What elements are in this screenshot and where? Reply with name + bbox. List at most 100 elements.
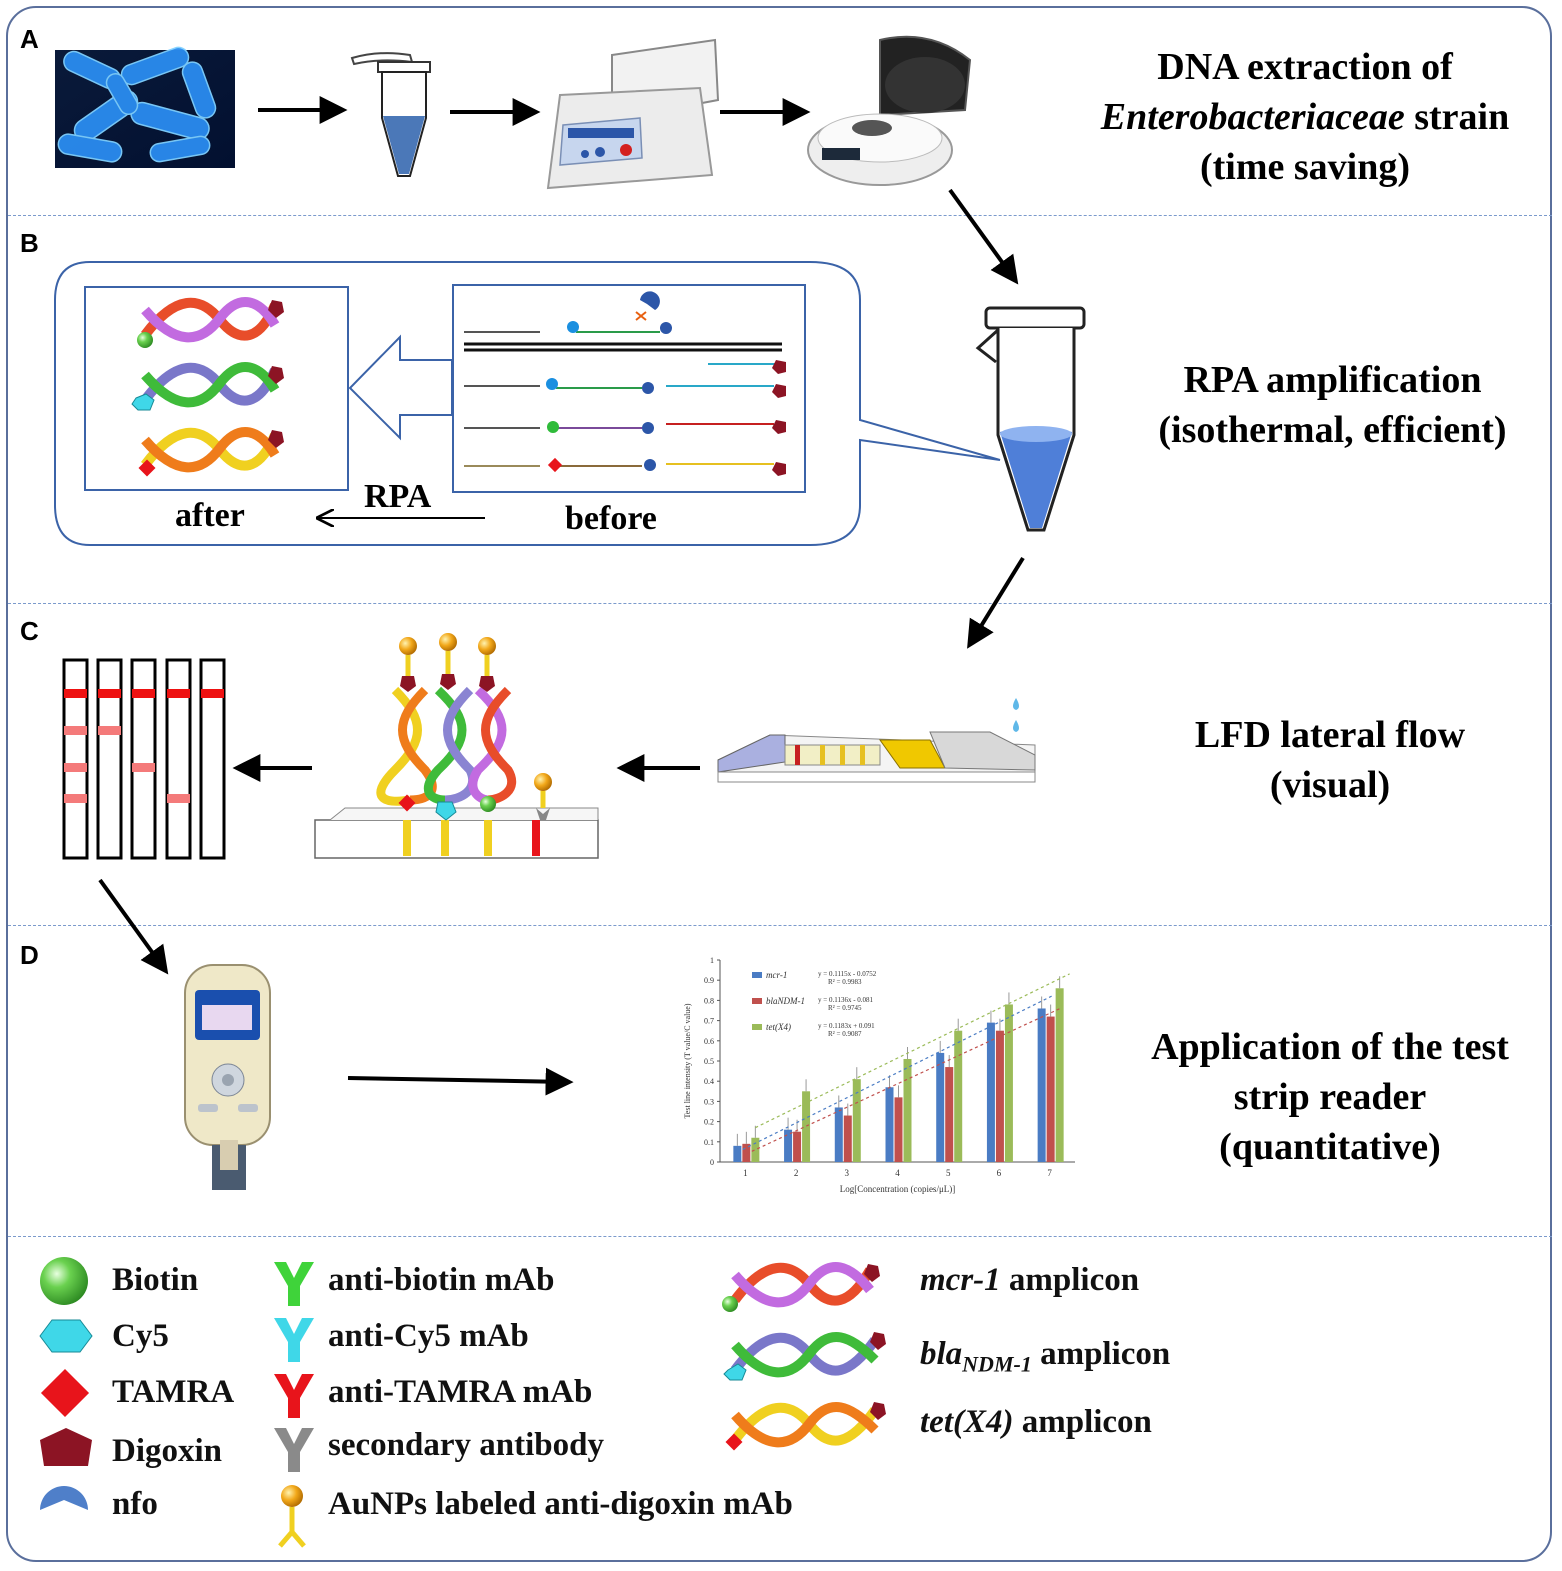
bar-mcr-1 (733, 1145, 742, 1162)
helix-ndm1 (131, 362, 284, 411)
chart-legend-swatch (752, 998, 762, 1004)
bar-tet(X4) (1055, 988, 1064, 1162)
bar-blaNDM-1 (995, 1030, 1004, 1162)
bar-tet(X4) (802, 1091, 811, 1162)
panel-d-title-line1: Application of the test (1151, 1026, 1509, 1068)
x-tick-label: 1 (743, 1168, 748, 1178)
chart-legend-swatch (752, 972, 762, 978)
bar-blaNDM-1 (793, 1131, 802, 1162)
x-tick-label: 4 (895, 1168, 900, 1178)
legend-mcr1-italic: mcr-1 (920, 1262, 1001, 1298)
legend-biotin: Biotin (112, 1262, 199, 1298)
divider-legend (8, 1236, 1552, 1237)
bar-blaNDM-1 (742, 1143, 751, 1162)
rpa-arrow-label: RPA (364, 478, 432, 515)
panel-a-title: DNA extraction of Enterobacteriaceae str… (1070, 42, 1540, 192)
lfd-strip (717, 698, 1036, 783)
legend-helix-ndm1 (723, 1332, 886, 1381)
legend-digoxin: Digoxin (112, 1433, 223, 1469)
y-tick-label: 0.3 (704, 1097, 714, 1106)
bar-tet(X4) (954, 1030, 963, 1162)
y-tick-label: 1 (710, 956, 714, 965)
panel-a-title-rest: strain (1404, 96, 1510, 138)
arrow-d (347, 1067, 574, 1096)
bar-blaNDM-1 (945, 1067, 954, 1162)
legend-tamra: TAMRA (112, 1374, 235, 1410)
bar-mcr-1 (1037, 1008, 1046, 1162)
panel-b-title-line2: (isothermal, efficient) (1158, 409, 1507, 451)
y-tick-label: 0.9 (704, 976, 714, 985)
y-tick-label: 0.8 (704, 996, 714, 1005)
x-tick-label: 5 (946, 1168, 951, 1178)
x-tick-label: 3 (845, 1168, 850, 1178)
secondary-antibody-icon (274, 1428, 314, 1472)
x-tick-label: 7 (1047, 1168, 1052, 1178)
bar-blaNDM-1 (894, 1097, 903, 1162)
bacteria-image (55, 46, 235, 168)
legend-anti-tamra: anti-TAMRA mAb (328, 1374, 593, 1410)
panel-label-b: B (20, 228, 39, 258)
arrow-a-to-b (948, 188, 1019, 285)
chart-legend-label: tet(X4) (766, 1022, 791, 1032)
centrifuge (807, 35, 972, 186)
bar-mcr-1 (936, 1052, 945, 1162)
heat-block-instrument (546, 38, 720, 190)
chart-equation: y = 0.1183x + 0.091 (818, 1022, 875, 1030)
panel-a-title-line3: (time saving) (1199, 146, 1411, 188)
legend-cy5: Cy5 (112, 1318, 169, 1354)
tube-small (350, 52, 431, 177)
legend-secondary: secondary antibody (328, 1427, 604, 1463)
legend-anti-cy5: anti-Cy5 mAb (328, 1318, 529, 1354)
cy5-icon (39, 1319, 93, 1353)
bar-mcr-1 (834, 1107, 843, 1162)
y-tick-label: 0.6 (704, 1037, 714, 1046)
lfd-complex (314, 633, 599, 859)
helix-tetx4 (138, 427, 284, 477)
bar-tet(X4) (903, 1058, 912, 1162)
legend-tetx4-rest: amplicon (1013, 1404, 1152, 1440)
nfo-icon (40, 1486, 88, 1510)
anti-biotin-mab-icon (274, 1262, 314, 1306)
panel-d-title-line3: (quantitative) (1219, 1126, 1441, 1168)
panel-a-title-line2: Enterobacteriaceae strain (1070, 92, 1540, 142)
legend-ndm1-italic: bla (920, 1336, 963, 1372)
bar-mcr-1 (885, 1087, 894, 1162)
bar-tet(X4) (751, 1137, 760, 1162)
panel-d-title-line2: strip reader (1233, 1076, 1427, 1118)
chart-equation: y = 0.1115x - 0.0752 (818, 970, 877, 978)
tube-large (975, 306, 1086, 532)
anti-cy5-mab-icon (274, 1318, 314, 1362)
legend-nfo: nfo (112, 1486, 158, 1522)
strip-reader-device (184, 964, 271, 1190)
y-tick-label: 0.1 (704, 1138, 714, 1147)
y-tick-label: 0.4 (704, 1077, 714, 1086)
trendline-tet(X4) (755, 973, 1070, 1129)
test-strips (62, 658, 226, 860)
aunp-antibody-icon (278, 1485, 306, 1548)
y-tick-label: 0.7 (704, 1017, 714, 1026)
legend-mcr1: mcr-1 amplicon (920, 1262, 1139, 1299)
divider-ab (8, 215, 1552, 216)
chart-r2: R² = 0.9745 (828, 1004, 862, 1012)
y-axis-label: Test line intensity (T value/C value) (683, 1003, 692, 1118)
chart-equation: y = 0.1136x - 0.081 (818, 996, 874, 1004)
divider-cd (8, 925, 1552, 926)
bar-tet(X4) (852, 1079, 861, 1162)
panel-c-title: LFD lateral flow (visual) (1130, 710, 1530, 810)
legend-mcr1-rest: amplicon (1000, 1262, 1140, 1298)
panel-label-c: C (20, 616, 39, 646)
panel-b-title: RPA amplification (isothermal, efficient… (1130, 355, 1535, 455)
legend-tetx4-italic: tet(X4) (920, 1404, 1014, 1440)
panel-d-title: Application of the test strip reader (qu… (1120, 1022, 1540, 1172)
trendline-blaNDM-1 (746, 1007, 1061, 1155)
anti-tamra-mab-icon (274, 1374, 314, 1418)
panel-a-title-italic: Enterobacteriaceae (1100, 96, 1405, 138)
bar-mcr-1 (784, 1129, 793, 1162)
legend-ndm1-sub: NDM-1 (962, 1351, 1032, 1377)
chart-legend-label: blaNDM-1 (766, 996, 805, 1006)
y-tick-label: 0 (710, 1158, 714, 1167)
chart-legend-swatch (752, 1024, 762, 1030)
arrow-c-to-d (98, 878, 169, 975)
